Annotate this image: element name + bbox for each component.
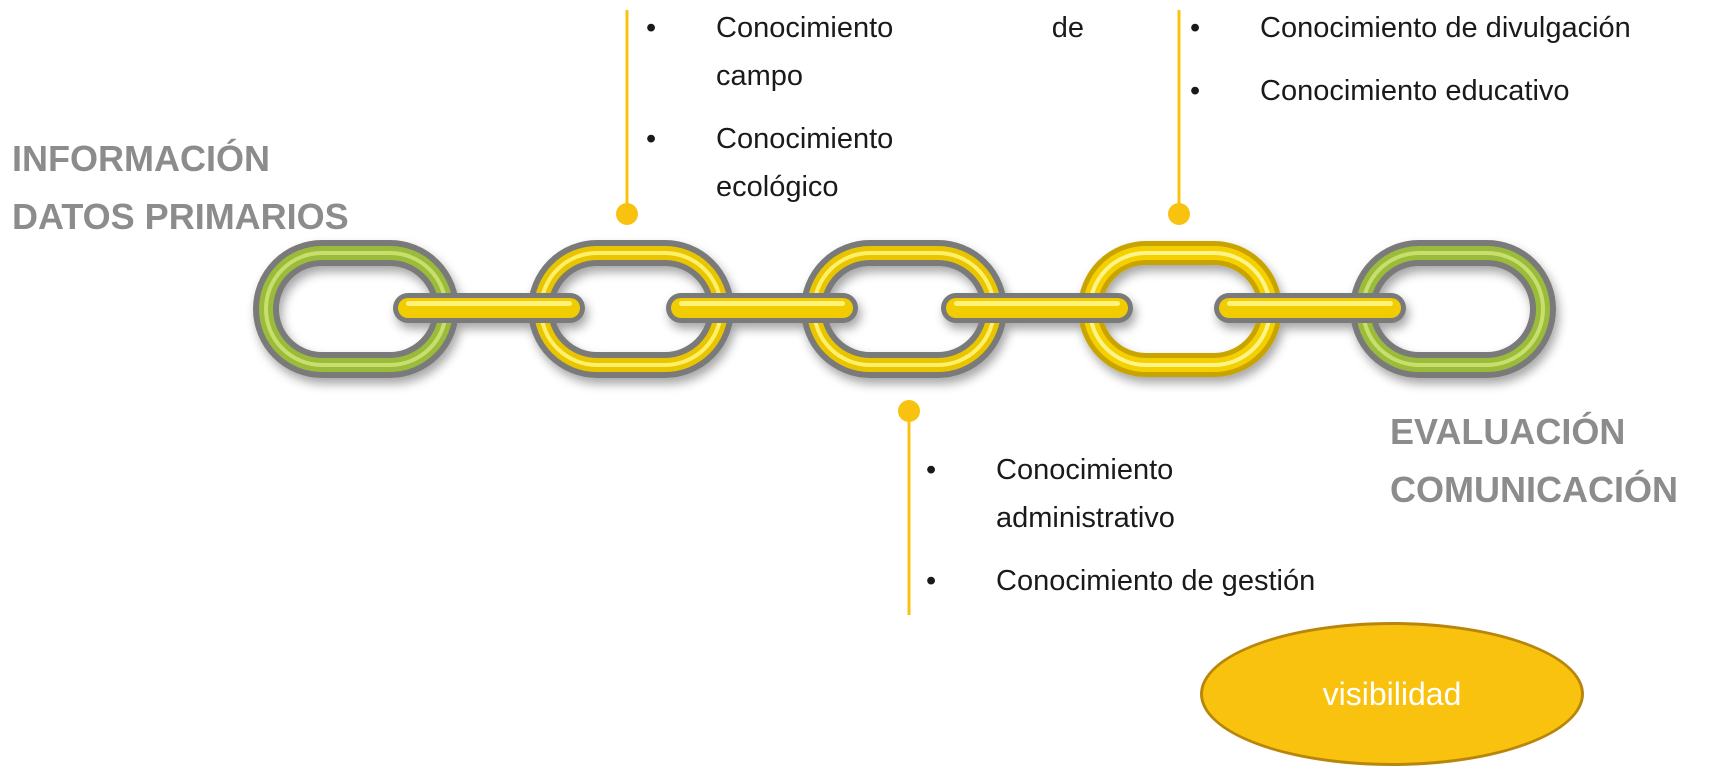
list-item-field-knowledge: Conocimiento de campo: [644, 4, 1084, 100]
visibility-label: visibilidad: [1322, 675, 1462, 712]
list-item-line: campo: [716, 60, 804, 92]
list-item-administrative-knowledge: Conocimiento administrativo: [924, 446, 1444, 542]
list-item-ecological-knowledge: Conocimiento ecológico: [644, 115, 1084, 211]
chain-connector-2: [666, 293, 858, 323]
list-item-line: Conocimiento: [996, 454, 1174, 486]
list-item-word: de: [1051, 12, 1084, 44]
knowledge-list-field-ecological: Conocimiento de campo Conocimiento ecológ…: [644, 4, 1084, 226]
list-item-line: Conocimiento de gestión: [996, 565, 1316, 597]
list-item-line: ecológico: [716, 171, 839, 203]
list-item-line: Conocimiento de: [716, 4, 1084, 52]
list-item-management-knowledge: Conocimiento de gestión: [924, 557, 1444, 605]
chain-connector-4: [1214, 293, 1406, 323]
list-item-line: administrativo: [996, 502, 1175, 534]
list-item-word: Conocimiento: [716, 12, 894, 44]
title-information-primary-data: INFORMACIÓN DATOS PRIMARIOS: [12, 130, 349, 246]
list-item-line: Conocimiento educativo: [1260, 75, 1570, 107]
title-information: INFORMACIÓN: [12, 138, 270, 179]
title-primary-data: DATOS PRIMARIOS: [12, 196, 349, 237]
callout-ecological: [616, 10, 638, 225]
visibility-ellipse: visibilidad: [1200, 622, 1584, 766]
callout-education: [1168, 10, 1190, 225]
callout-management: [898, 400, 920, 615]
list-item-line: Conocimiento de divulgación: [1260, 12, 1631, 44]
chain-connector-3: [941, 293, 1133, 323]
knowledge-list-outreach-education: Conocimiento de divulgación Conocimiento…: [1188, 4, 1728, 130]
list-item-outreach-knowledge: Conocimiento de divulgación: [1188, 4, 1728, 52]
list-item-education-knowledge: Conocimiento educativo: [1188, 67, 1728, 115]
knowledge-list-admin-management: Conocimiento administrativo Conocimiento…: [924, 446, 1444, 620]
list-item-line: Conocimiento: [716, 123, 894, 155]
chain-connector-1: [393, 293, 585, 323]
